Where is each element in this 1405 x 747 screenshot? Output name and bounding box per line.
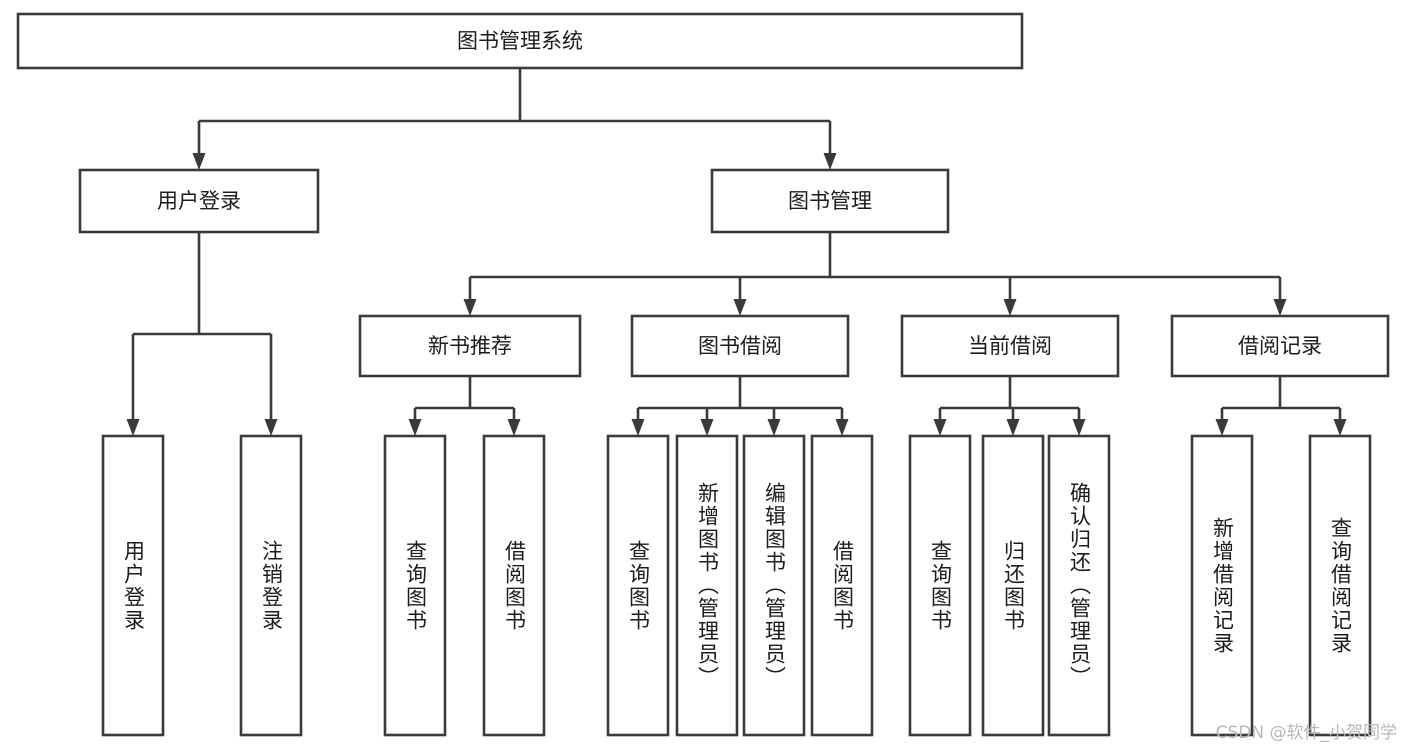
node-l-nr-query[interactable] <box>383 434 447 737</box>
node-n-user-login[interactable] <box>78 168 320 234</box>
node-n-records[interactable] <box>1170 314 1390 378</box>
node-n-current[interactable] <box>900 314 1120 378</box>
node-l-user-logout[interactable] <box>239 434 303 737</box>
boxes-layer <box>16 12 1390 737</box>
node-n-current-label: 当前借阅 <box>968 334 1052 358</box>
node-n-records-label: 借阅记录 <box>1238 334 1322 358</box>
node-l-bb-borrow[interactable] <box>810 434 874 737</box>
node-n-book-mgmt[interactable] <box>710 168 950 234</box>
node-l-cb-query[interactable] <box>908 434 972 737</box>
node-n-book-mgmt-label: 图书管理 <box>788 189 872 213</box>
node-l-bb-edit[interactable] <box>742 434 806 737</box>
node-l-bb-query[interactable] <box>606 434 670 737</box>
watermark-text: CSDN @软件_小贺同学 <box>1215 723 1397 743</box>
node-n-borrow-label: 图书借阅 <box>698 334 782 358</box>
node-l-nr-borrow[interactable] <box>482 434 546 737</box>
edges-layer <box>126 68 1347 436</box>
node-l-cb-return[interactable] <box>981 434 1045 737</box>
node-n-user-login-label: 用户登录 <box>157 189 241 213</box>
node-n-borrow[interactable] <box>630 314 850 378</box>
node-l-rec-add[interactable] <box>1190 434 1254 737</box>
node-root-label: 图书管理系统 <box>457 29 583 53</box>
node-l-rec-query[interactable] <box>1308 434 1372 737</box>
node-l-user-login[interactable] <box>101 434 165 737</box>
node-l-cb-confirm[interactable] <box>1047 434 1111 737</box>
node-n-new-rec-label: 新书推荐 <box>428 334 512 358</box>
node-root[interactable] <box>16 12 1024 70</box>
node-l-bb-add[interactable] <box>675 434 739 737</box>
node-n-new-rec[interactable] <box>358 314 582 378</box>
